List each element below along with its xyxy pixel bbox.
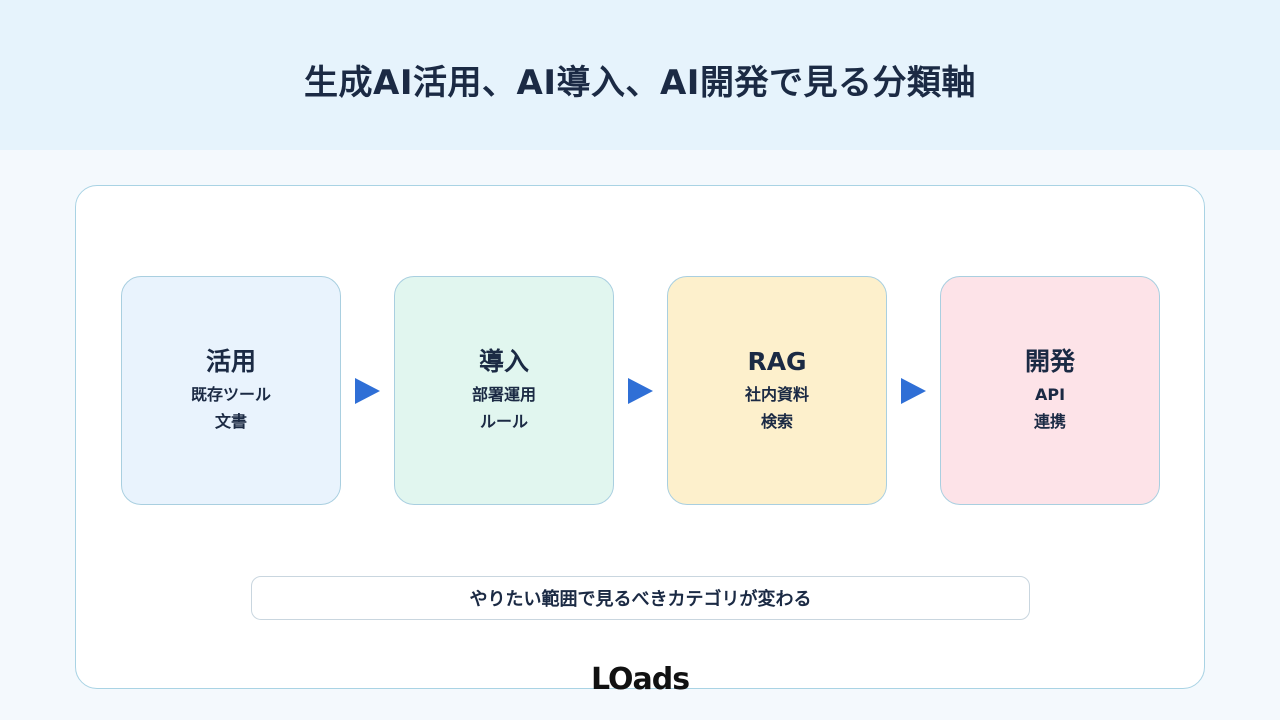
arrow-right-icon xyxy=(901,378,926,404)
card-title: 開発 xyxy=(1024,346,1075,376)
card-line: API xyxy=(1034,384,1066,404)
category-card-donyu: 導入 部署運用 ルール xyxy=(394,276,614,505)
summary-note: やりたい範囲で見るべきカテゴリが変わる xyxy=(251,576,1030,620)
category-card-rag: RAG 社内資料 検索 xyxy=(667,276,887,505)
arrow-right-icon xyxy=(355,378,380,404)
category-card-katsuyo: 活用 既存ツール 文書 xyxy=(121,276,341,505)
card-line: ルール xyxy=(479,411,528,431)
card-line: 社内資料 xyxy=(744,384,809,404)
header-banner: 生成AI活用、AI導入、AI開発で見る分類軸 xyxy=(0,0,1280,150)
card-line: 既存ツール xyxy=(190,384,271,404)
page-title: 生成AI活用、AI導入、AI開発で見る分類軸 xyxy=(304,62,976,103)
card-title: 導入 xyxy=(478,346,529,376)
category-card-kaihatsu: 開発 API 連携 xyxy=(940,276,1160,505)
loads-logo: LOads xyxy=(590,661,690,697)
card-line: 文書 xyxy=(214,411,247,431)
card-line: 検索 xyxy=(760,411,793,431)
card-title: RAG xyxy=(747,346,807,376)
card-line: 部署運用 xyxy=(471,384,536,404)
card-title: 活用 xyxy=(205,346,256,376)
arrow-right-icon xyxy=(628,378,653,404)
card-line: 連携 xyxy=(1033,411,1066,431)
